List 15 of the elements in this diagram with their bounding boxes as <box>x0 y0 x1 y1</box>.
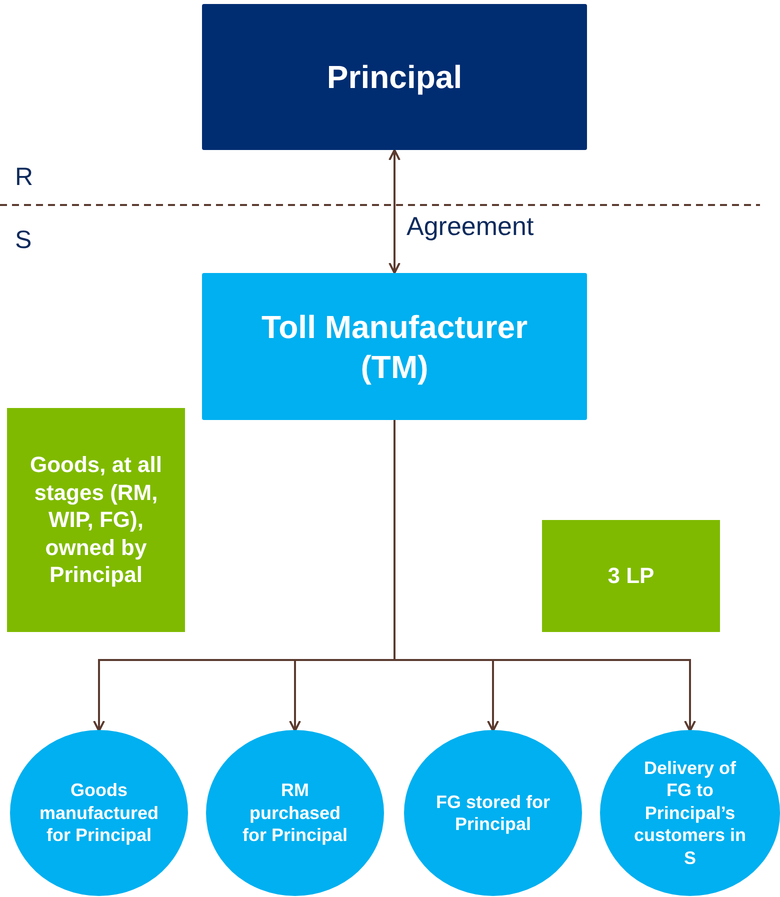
node-text: Toll Manufacturer (TM) <box>260 308 529 386</box>
arrow <box>388 149 400 274</box>
node-text: RM purchased for Principal <box>241 779 349 847</box>
process-box <box>202 273 587 420</box>
node-text: Delivery of FG to Principal’s customers in S <box>632 756 748 870</box>
note-box <box>542 520 720 632</box>
node-text: Goods, at all stages (RM, WIP, FG), owned by Principal <box>29 451 163 589</box>
process-box <box>202 4 587 150</box>
region-label: S <box>15 226 32 255</box>
node-text: FG stored for Principal <box>434 790 551 836</box>
node-text: 3 LP <box>608 562 654 590</box>
node-text: Principal <box>326 58 462 97</box>
note-box <box>7 408 185 632</box>
node-text: Goods manufactured for Principal <box>39 779 159 847</box>
region-label: R <box>15 163 34 192</box>
